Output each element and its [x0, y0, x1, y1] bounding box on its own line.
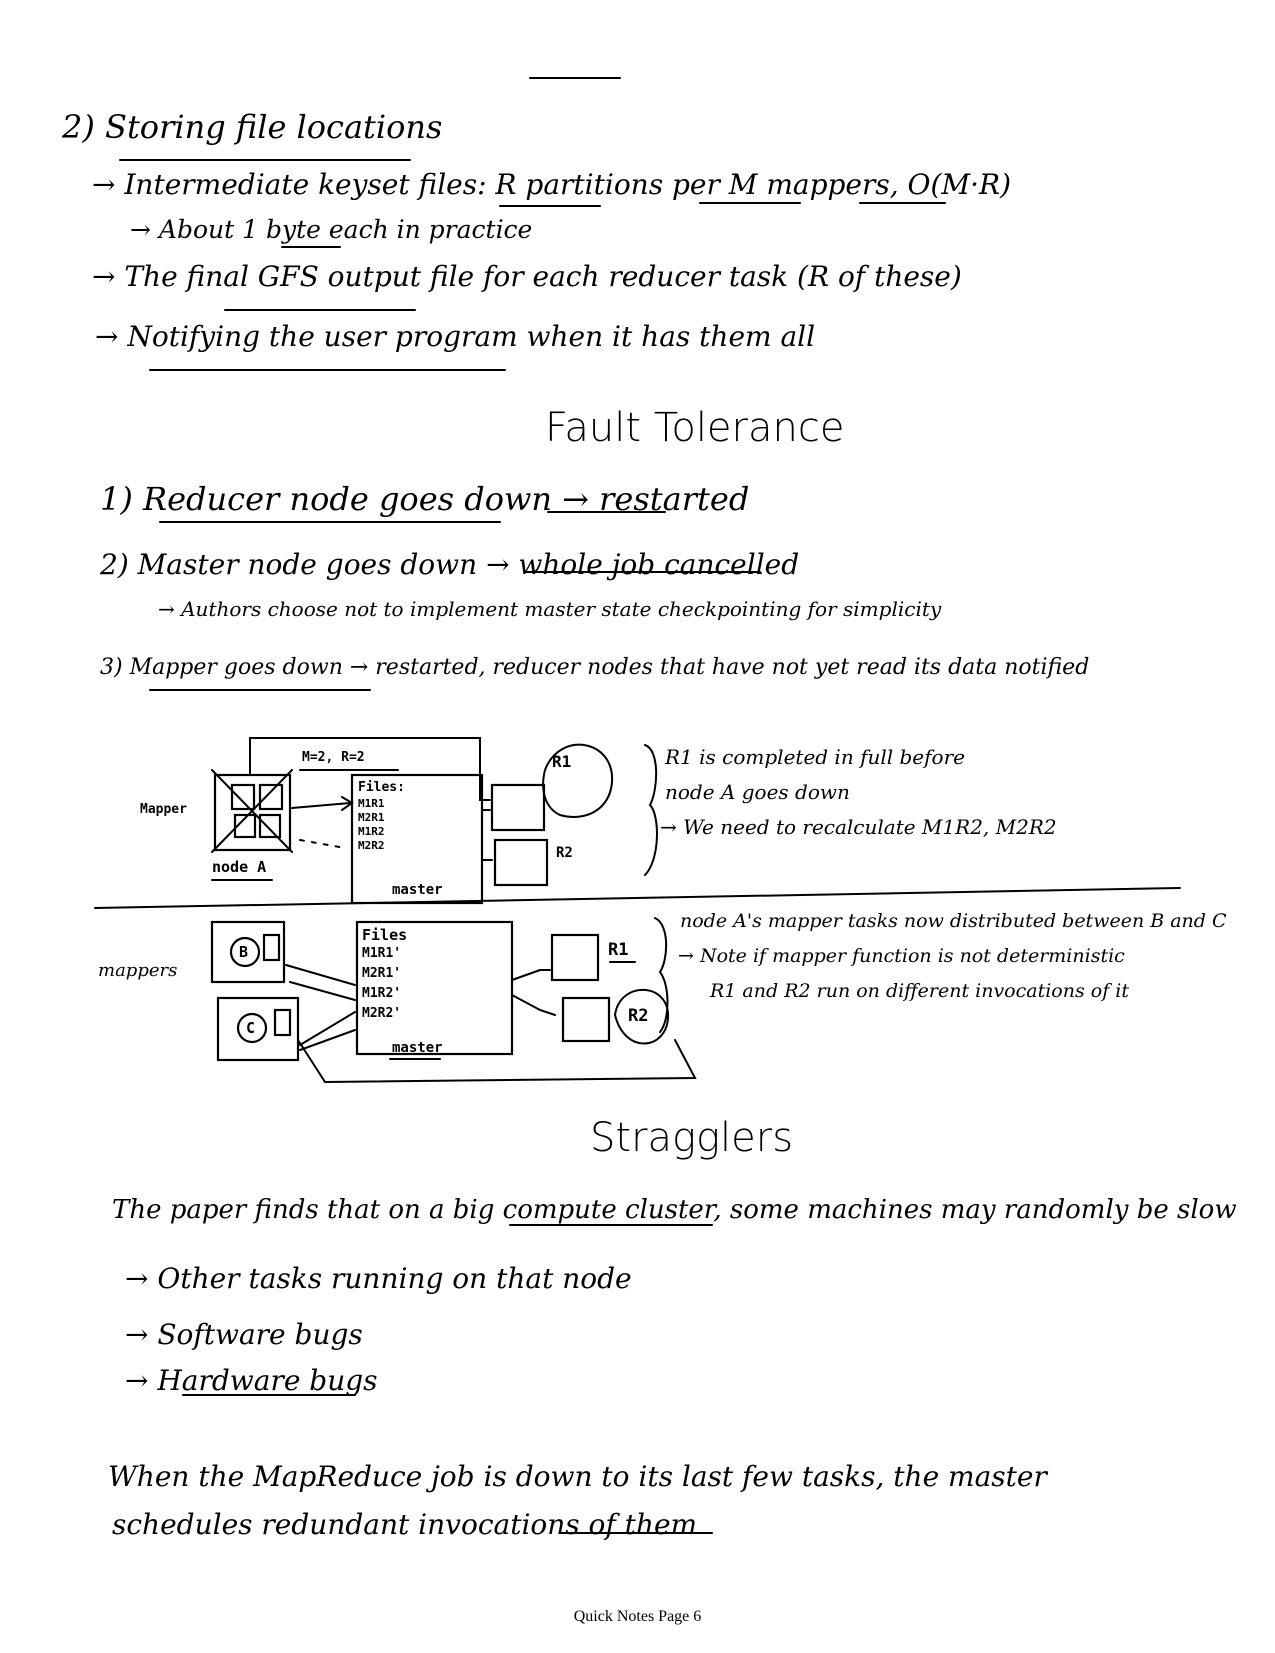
fault-item-3: 3) Mapper goes down → restarted, reducer… — [100, 655, 1090, 680]
master-box-bottom — [355, 920, 514, 1056]
file-entry: M2R1 — [358, 811, 385, 824]
storing-item: → The final GFS output file for each red… — [92, 260, 962, 293]
fault-item-2: 2) Master node goes down → whole job can… — [100, 548, 800, 581]
arrow — [289, 981, 356, 1001]
page-footer: Quick Notes Page 6 — [573, 1608, 702, 1625]
node-c-box — [216, 996, 300, 1062]
params-label: M=2, R=2 — [302, 750, 365, 765]
node-b-letter: B — [239, 943, 249, 961]
stragglers-intro: The paper finds that on a big compute cl… — [112, 1195, 1237, 1225]
bottom-note-line: → Note if mapper function is not determi… — [678, 945, 1125, 967]
bottom-note-line: node A's mapper tasks now distributed be… — [680, 910, 1227, 932]
stragglers-title: Stragglers — [590, 1115, 794, 1161]
master-label: master — [392, 882, 443, 898]
dashed-arrow — [299, 839, 346, 849]
master-label-bottom: master — [392, 1040, 443, 1056]
r2-label: R2 — [556, 845, 573, 861]
bottom-note-line: R1 and R2 run on different invocations o… — [710, 980, 1129, 1002]
storing-heading: 2) Storing file locations — [62, 108, 443, 146]
reducer-box-r2 — [493, 838, 549, 887]
arrow — [285, 964, 356, 986]
arrow — [299, 1029, 356, 1051]
file-entry: M1R2' — [362, 986, 402, 1001]
connector-line — [249, 737, 491, 801]
r1-label: R1 — [552, 752, 572, 771]
r1-bubble — [542, 743, 614, 818]
straggler-cause: → Hardware bugs — [125, 1364, 378, 1397]
file-entry: M2R2 — [358, 839, 385, 852]
node-a-box — [213, 773, 292, 852]
fault-item-2-sub: → Authors choose not to implement master… — [158, 597, 942, 621]
mapper-label: Mapper — [140, 802, 187, 817]
file-entry: M1R1 — [358, 797, 385, 810]
task-box — [233, 813, 257, 839]
top-note-line: R1 is completed in full before — [665, 745, 965, 769]
r2-label-bottom: R2 — [628, 1006, 649, 1026]
node-c-circle — [236, 1012, 268, 1044]
connector-line — [481, 819, 493, 861]
top-note-line: → We need to recalculate M1R2, M2R2 — [660, 815, 1057, 839]
task-box — [258, 783, 284, 811]
stragglers-conclusion: When the MapReduce job is down to its la… — [108, 1460, 1047, 1493]
files-header: Files: — [358, 780, 405, 795]
reducer-box-r1-bottom — [550, 933, 600, 982]
r2-bubble — [613, 988, 670, 1045]
r1-label-bottom: R1 — [608, 940, 629, 960]
task-box — [262, 933, 281, 962]
fault-tolerance-title: Fault Tolerance — [545, 405, 845, 451]
file-entry: M1R1' — [362, 946, 402, 961]
node-c-letter: C — [246, 1019, 256, 1037]
file-entry: M2R2' — [362, 1006, 402, 1021]
connector-line — [511, 969, 551, 981]
task-box — [230, 783, 256, 811]
top-note-line: node A goes down — [665, 780, 850, 804]
storing-item: → Intermediate keyset files: R partition… — [92, 168, 1012, 201]
brace — [654, 917, 669, 1033]
node-a-label: node A — [212, 858, 267, 876]
stragglers-conclusion: schedules redundant invocations of them — [112, 1508, 698, 1541]
arrow — [299, 1011, 356, 1046]
task-box — [273, 1008, 292, 1037]
separator-line — [94, 887, 1181, 909]
fault-item-1: 1) Reducer node goes down → restarted — [100, 480, 750, 518]
loop-line — [297, 1039, 697, 1084]
reducer-box-r2-bottom — [561, 996, 611, 1043]
file-entry: M1R2 — [358, 825, 385, 838]
straggler-cause: → Software bugs — [125, 1318, 363, 1351]
straggler-cause: → Other tasks running on that node — [125, 1262, 632, 1295]
task-box — [258, 813, 282, 839]
brace — [644, 744, 658, 876]
node-b-box — [210, 920, 286, 984]
cross-mark — [211, 769, 293, 853]
node-b-circle — [229, 936, 261, 968]
storing-item: → Notifying the user program when it has… — [95, 320, 816, 353]
connector-line — [511, 994, 556, 1016]
files-header-bottom: Files — [362, 926, 408, 944]
storing-item: → About 1 byte each in practice — [130, 215, 533, 244]
file-entry: M2R1' — [362, 966, 402, 981]
mappers-label: mappers — [98, 960, 178, 981]
arrow — [291, 802, 351, 809]
reducer-box-r1 — [490, 783, 546, 832]
